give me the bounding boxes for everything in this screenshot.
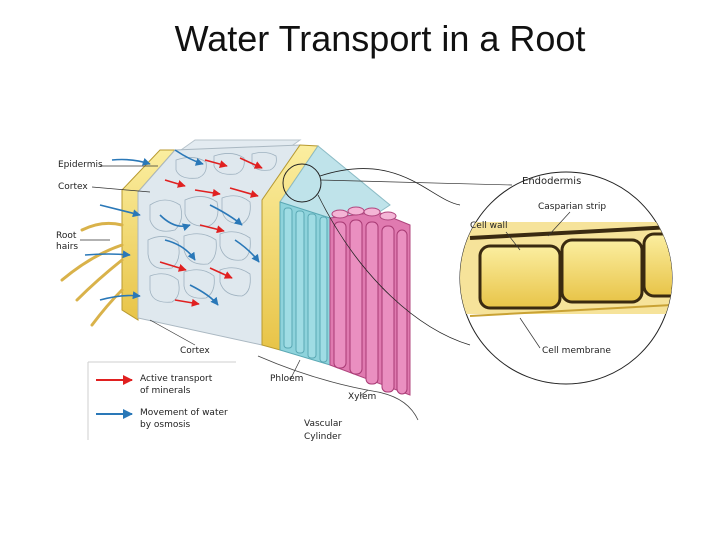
label-xylem: Xylem [348, 392, 377, 402]
legend-active-2: of minerals [140, 386, 191, 396]
label-cortex-bottom: Cortex [180, 346, 210, 356]
zoom-connector [317, 168, 471, 346]
label-endodermis: Endodermis [522, 176, 582, 187]
label-casparian-strip: Casparian strip [538, 202, 607, 212]
label-cell-membrane: Cell membrane [542, 346, 611, 356]
legend-active-1: Active transport [140, 374, 213, 384]
label-cell-wall: Cell wall [470, 221, 508, 231]
cortex-cells [147, 152, 277, 303]
root-hairs [60, 221, 124, 327]
water-movement-arrows [84, 149, 260, 306]
zoom-circle [282, 163, 322, 203]
phloem-cells [283, 207, 328, 363]
label-root-hairs-2: hairs [56, 242, 79, 252]
enlarged-endodermis-cells [460, 222, 672, 317]
vascular-bracket [257, 355, 419, 421]
xylem-vessels [333, 219, 408, 395]
legend-water-1: Movement of water [140, 408, 228, 418]
page-title: Water Transport in a Root [174, 18, 586, 59]
label-vascular-1: Vascular [304, 419, 343, 429]
label-cortex-top: Cortex [58, 182, 88, 192]
label-vascular-2: Cylinder [304, 432, 342, 442]
label-root-hairs-1: Root [56, 231, 77, 241]
legend [87, 361, 236, 440]
legend-water-2: by osmosis [140, 420, 191, 430]
label-phloem: Phloem [270, 374, 304, 384]
label-epidermis: Epidermis [58, 160, 103, 170]
leader-lines [80, 165, 571, 397]
active-transport-arrows [159, 157, 263, 307]
xylem-top [331, 206, 397, 221]
